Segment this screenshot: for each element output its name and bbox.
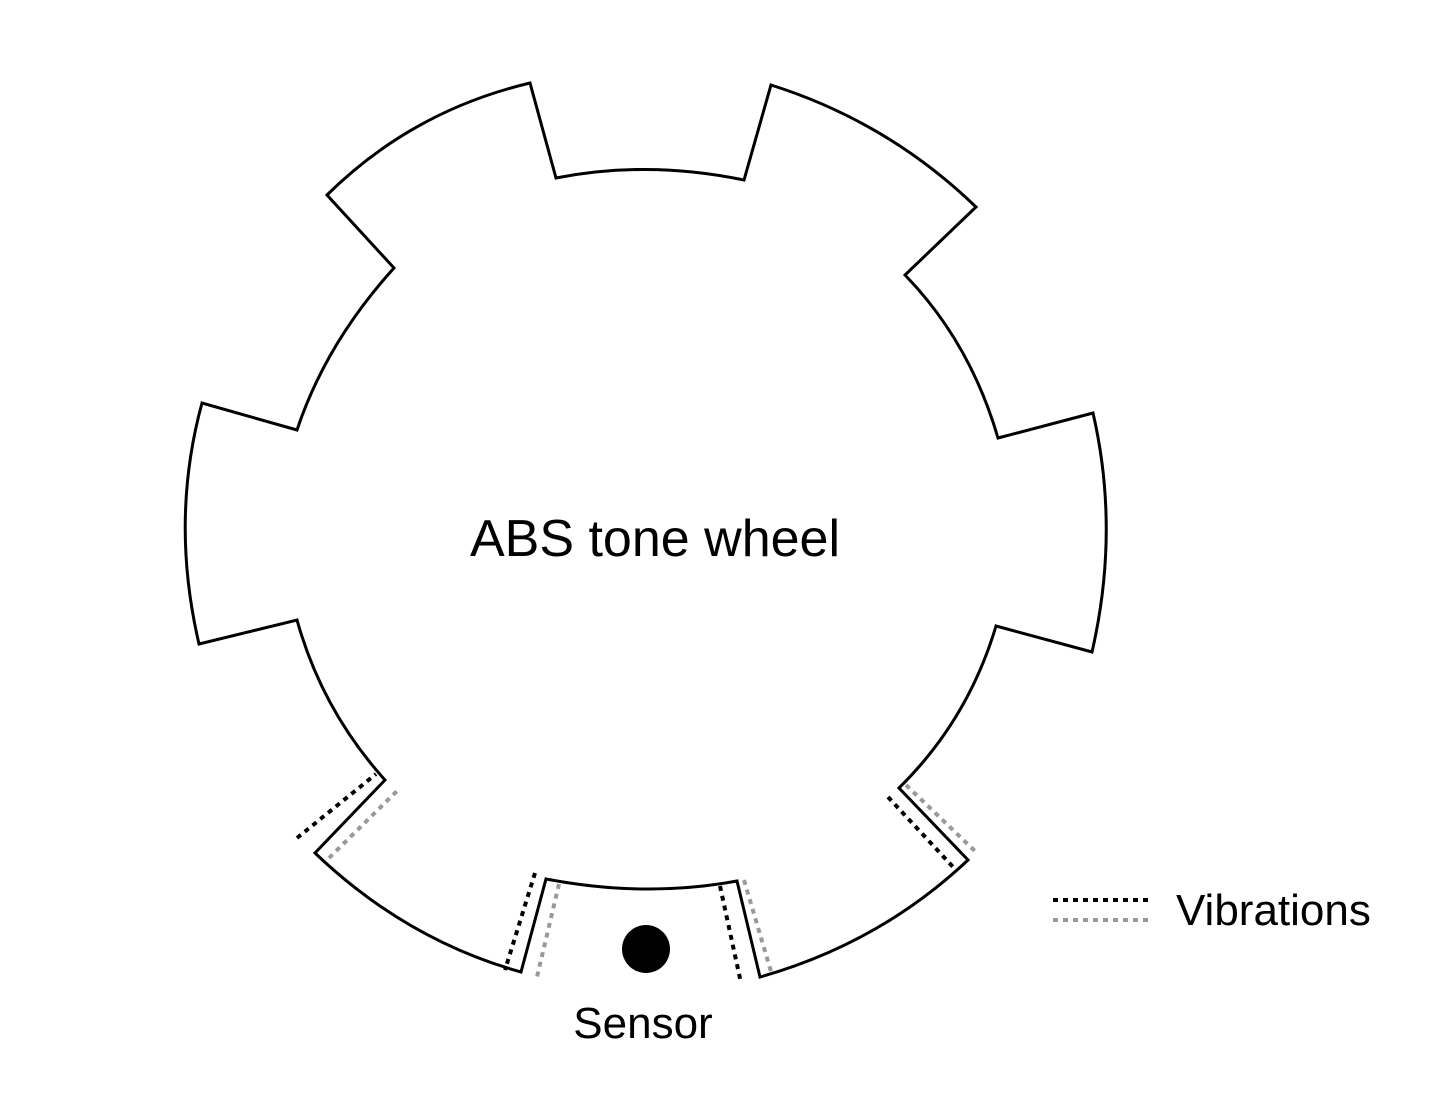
vibration-line-gray <box>904 783 979 855</box>
vibration-line-black <box>718 885 743 984</box>
sensor-dot <box>622 925 670 973</box>
vibration-left-tooth <box>295 772 400 860</box>
vibration-line-gray <box>742 879 774 976</box>
legend-label: Vibrations <box>1176 886 1371 935</box>
sensor-label: Sensor <box>573 999 712 1048</box>
vibration-line-black <box>295 772 378 840</box>
vibration-line-black <box>886 795 956 870</box>
vibration-left-notch <box>503 872 561 978</box>
tone-wheel-outline <box>183 81 1108 979</box>
vibration-right-tooth <box>886 783 979 870</box>
vibration-right-notch <box>718 879 774 984</box>
vibration-line-gray <box>327 788 400 860</box>
legend: Vibrations <box>1053 886 1371 935</box>
vibration-line-black <box>503 872 537 971</box>
wheel-label: ABS tone wheel <box>470 510 840 568</box>
